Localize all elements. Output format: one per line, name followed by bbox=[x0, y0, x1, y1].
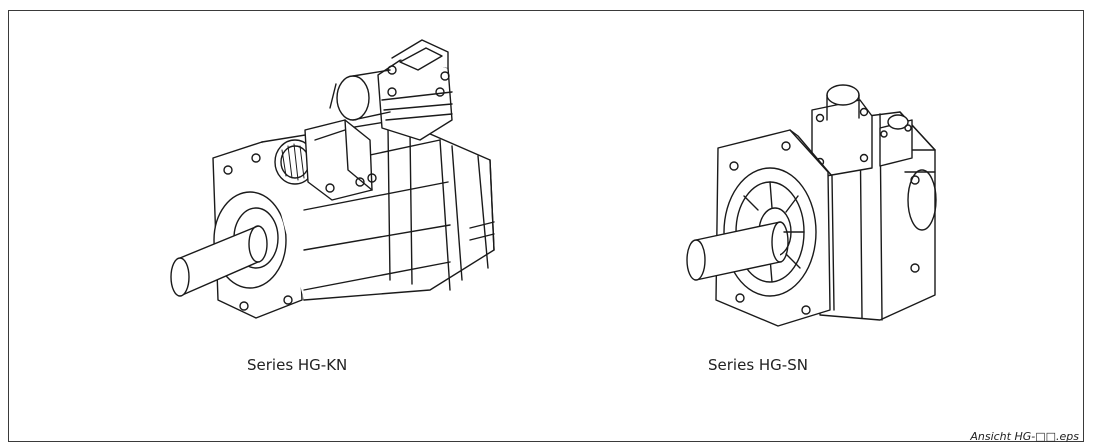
caption-series-hg-kn: Series HG-KN bbox=[247, 356, 348, 374]
figure-frame bbox=[8, 10, 1084, 442]
hg-kn-motor-drawing bbox=[170, 39, 495, 319]
caption-series-hg-sn: Series HG-SN bbox=[708, 356, 808, 374]
hg-sn-motor-drawing bbox=[686, 84, 937, 327]
figure-filename: Ansicht HG-□□.eps bbox=[970, 430, 1079, 443]
